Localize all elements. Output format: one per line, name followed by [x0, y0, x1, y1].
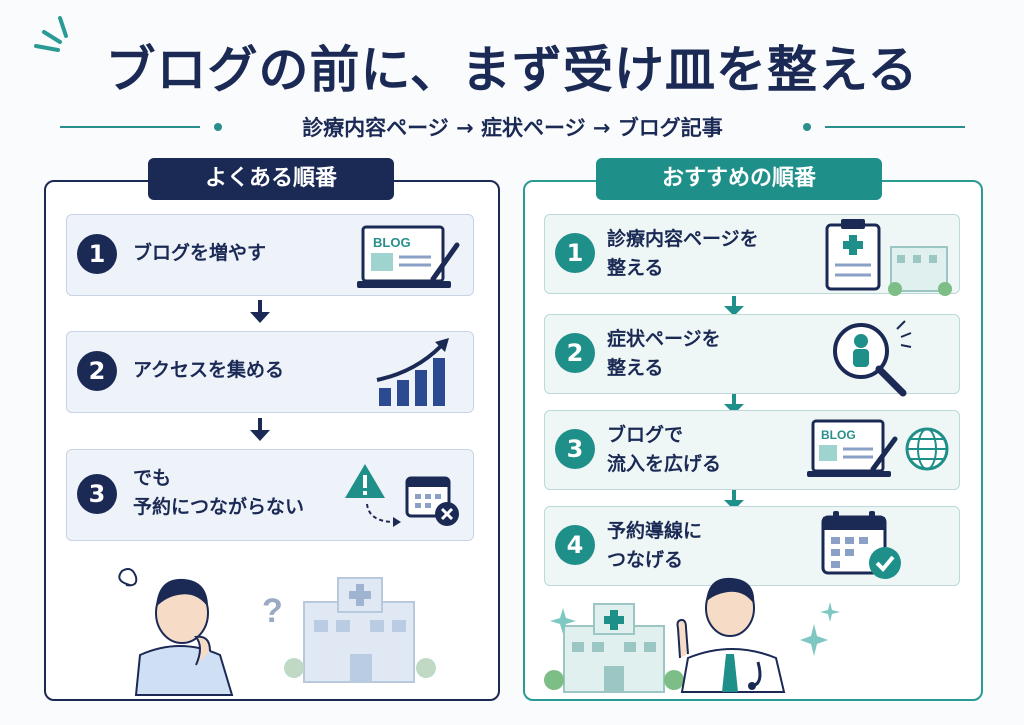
page-title: ブログの前に、まず受け皿を整える: [105, 41, 919, 99]
page-subtitle: 診療内容ページ → 症状ページ → ブログ記事: [302, 116, 723, 140]
step-number: 3: [555, 429, 595, 469]
down-arrow-icon: [250, 418, 270, 441]
hospital-icon: [544, 603, 684, 693]
step-number: 3: [77, 474, 117, 514]
step-label: ブログを増やす: [133, 242, 267, 264]
common-order-header: よくある順番: [148, 158, 394, 200]
right-step-3: 3 ブログで 流入を広げる BLOG: [544, 410, 960, 490]
down-arrow-icon: [724, 296, 744, 316]
step-label-line2: 予約につながらない: [133, 496, 305, 518]
right-step-1: 1 診療内容ページを 整える: [544, 214, 960, 296]
question-mark-icon: ?: [262, 592, 283, 630]
right-step-2: 2 症状ページを 整える: [544, 314, 960, 397]
step-label-line1: ブログで: [607, 424, 684, 446]
step-label-line2: 整える: [607, 357, 664, 379]
left-step-2: 2 アクセスを集める: [66, 331, 474, 413]
clipboard-medical-icon: [825, 219, 881, 291]
down-arrow-icon: [724, 394, 744, 414]
warning-icon: [345, 464, 385, 498]
globe-icon: [905, 427, 949, 471]
sparkle-icon: [550, 608, 576, 634]
blog-badge: BLOG: [373, 235, 411, 250]
step-label-line1: 症状ページを: [607, 328, 721, 350]
dashed-arrow-icon: [366, 503, 401, 527]
step-number: 1: [77, 234, 117, 274]
svg-text:?: ?: [262, 592, 283, 630]
sparkle-lines-icon: [34, 16, 68, 52]
sparkle-icon: [800, 602, 840, 656]
calendar-cancel-icon: [405, 476, 459, 526]
laptop-blog-icon: BLOG: [357, 225, 460, 288]
recommended-order-header: おすすめの順番: [596, 158, 882, 200]
step-number: 4: [555, 525, 595, 565]
down-arrow-icon: [250, 300, 270, 323]
left-step-1: 1 ブログを増やす BLOG: [66, 214, 474, 296]
calendar-check-icon: [821, 511, 901, 579]
bar-chart-growth-icon: [376, 338, 449, 406]
left-step-3: 3 でも 予約につながらない: [66, 449, 474, 541]
step-label-line2: 整える: [607, 257, 664, 279]
confused-person-illustration: [118, 568, 234, 696]
step-number: 2: [555, 333, 595, 373]
step-label-line1: 診療内容ページを: [607, 228, 759, 250]
step-label-line1: 予約導線に: [607, 520, 703, 542]
hospital-icon: [284, 577, 436, 683]
step-number: 1: [555, 233, 595, 273]
step-label-line2: つなげる: [607, 549, 684, 571]
doctor-illustration: [676, 577, 786, 693]
blog-badge: BLOG: [821, 428, 856, 442]
down-arrow-icon: [724, 490, 744, 510]
step-label-line1: でも: [133, 467, 172, 489]
subtitle-row: 診療内容ページ → 症状ページ → ブログ記事: [60, 112, 965, 142]
step-label: アクセスを集める: [133, 359, 285, 381]
right-step-4: 4 予約導線に つなげる: [544, 506, 960, 586]
laptop-blog-icon: BLOG: [807, 419, 898, 477]
step-number: 2: [77, 351, 117, 391]
magnifier-person-icon: [833, 320, 912, 397]
step-label-line2: 流入を広げる: [607, 453, 722, 475]
hospital-icon: [888, 246, 952, 296]
